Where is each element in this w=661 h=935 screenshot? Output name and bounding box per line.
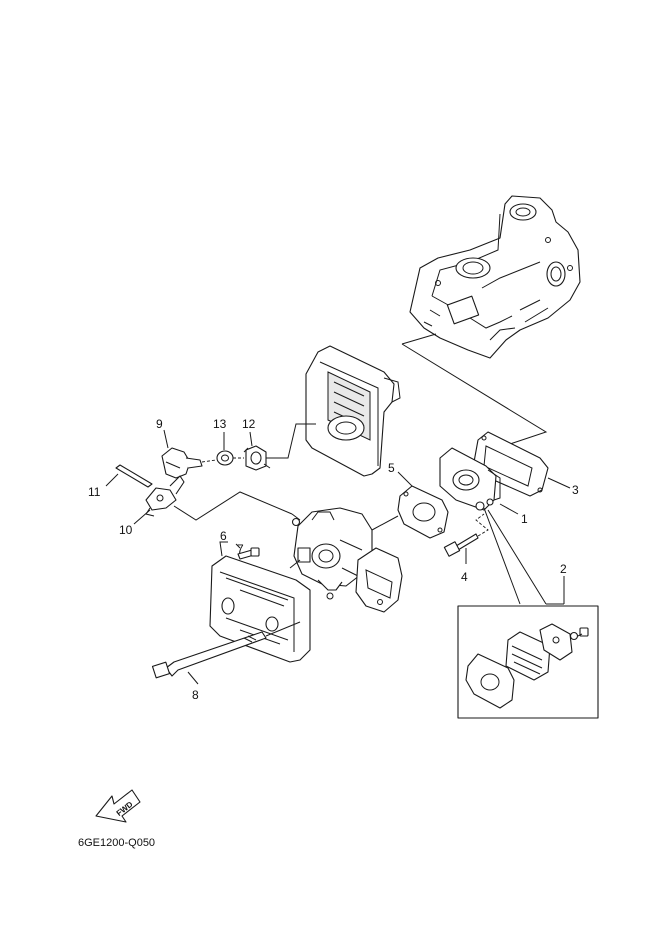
callout-2: 2 <box>560 562 567 576</box>
callout-1: 1 <box>521 512 528 526</box>
callout-5: 5 <box>388 461 395 475</box>
callout-7: 7 <box>237 542 244 556</box>
drawing-code: 6GE1200-Q050 <box>78 837 155 849</box>
choke-knob-9 <box>161 447 203 479</box>
gasket-5 <box>397 485 449 539</box>
carburetor <box>289 507 403 613</box>
fwd-arrow-icon: FWD <box>95 789 141 823</box>
rod-11 <box>115 464 153 488</box>
callout-3: 3 <box>572 483 579 497</box>
washer-13 <box>216 450 234 466</box>
callout-9: 9 <box>156 417 163 431</box>
callout-13: 13 <box>213 417 227 431</box>
engine-block <box>409 195 581 359</box>
silencer-cover-6 <box>209 555 311 663</box>
callout-10: 10 <box>119 523 133 537</box>
callout-11: 11 <box>88 485 101 499</box>
callout-6: 6 <box>220 529 227 543</box>
intake-silencer <box>305 345 401 477</box>
detail-inset-2 <box>457 605 599 719</box>
screw-7 <box>237 547 260 560</box>
callout-4: 4 <box>461 570 468 584</box>
grommet-12 <box>243 445 271 471</box>
bolt-4 <box>443 533 479 557</box>
callout-12: 12 <box>242 417 256 431</box>
bolt-8 <box>151 631 267 679</box>
lever-10 <box>145 475 185 517</box>
callout-8: 8 <box>192 688 199 702</box>
reed-valve-assembly-1 <box>439 447 501 511</box>
